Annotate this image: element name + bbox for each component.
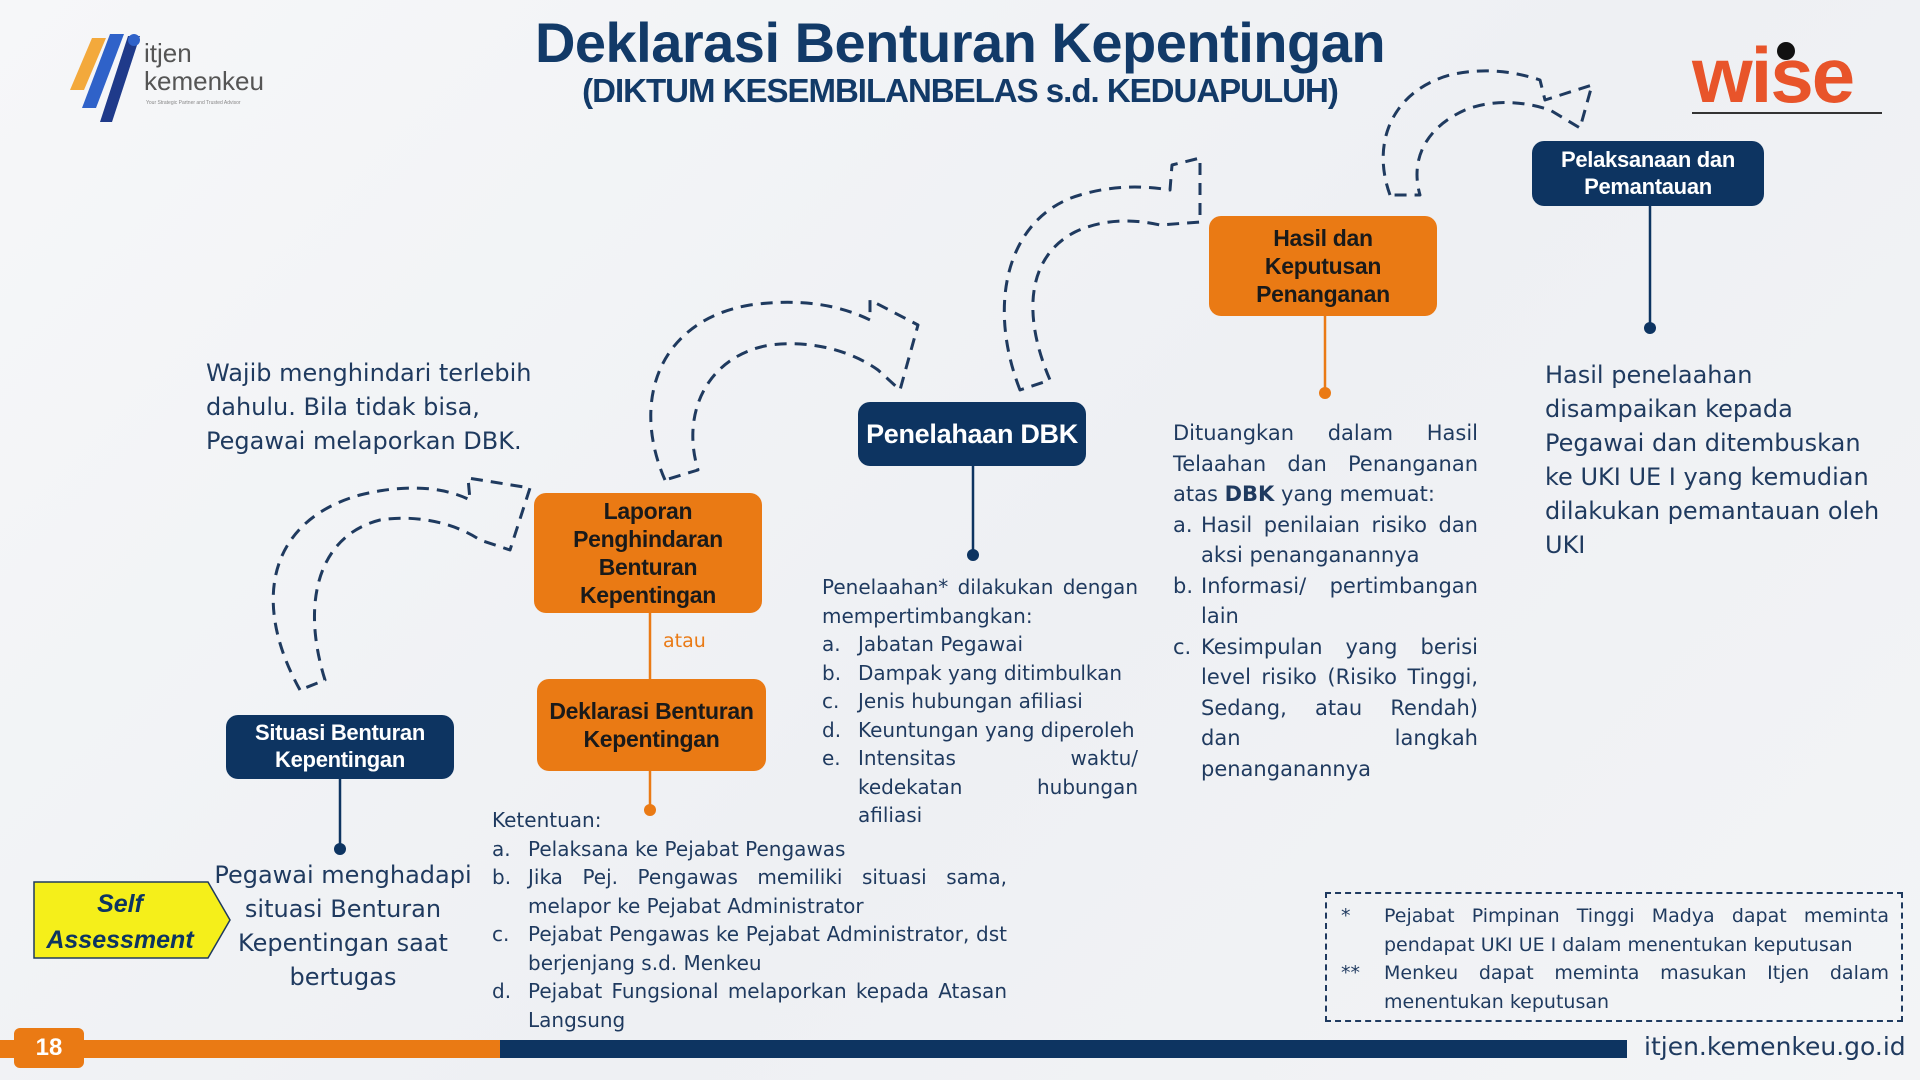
ketentuan-list: Ketentuan: a. Pelaksana ke Pejabat Pengaw…: [492, 806, 1007, 1034]
box-penelahaan-dbk: Penelahaan DBK: [858, 402, 1086, 466]
penelaahan-heading: Penelaahan* dilakukan dengan mempertimba…: [822, 575, 1138, 628]
dashed-arrow-3: [1002, 156, 1202, 392]
list-letter: b.: [1173, 573, 1194, 598]
wise-logo: wise: [1692, 31, 1884, 122]
list-item: d. Pejabat Fungsional melaporkan kepada A…: [492, 977, 1007, 1034]
wise-logo-rule: [1692, 112, 1882, 114]
list-letter: b.: [492, 865, 512, 889]
list-letter: a.: [492, 836, 511, 861]
itjen-logo: itjen kemenkeu Your Strategic Partner an…: [62, 30, 282, 125]
list-letter: a.: [822, 632, 841, 656]
page-number: 18: [14, 1028, 84, 1068]
box-situasi-benturan: Situasi Benturan Kepentingan: [226, 715, 454, 779]
logo-text-kemenkeu: kemenkeu: [144, 66, 264, 96]
footnote-item: ** Menkeu dapat meminta masukan Itjen dal…: [1341, 959, 1889, 1016]
list-letter: c.: [1173, 634, 1192, 659]
page-title: Deklarasi Benturan Kepentingan: [534, 11, 1386, 74]
hasil-heading: Dituangkan dalam Hasil Telaahan dan Pena…: [1173, 418, 1478, 510]
self-assessment-arrow-shape: [33, 881, 231, 959]
itjen-logo-icon: [70, 34, 140, 122]
list-text: Pelaksana ke Pejabat Pengawas: [528, 836, 846, 861]
footnote-text: Pejabat Pimpinan Tinggi Madya dapat memi…: [1384, 905, 1889, 956]
ketentuan-heading: Ketentuan:: [492, 808, 602, 832]
wise-logo-dot: [1777, 42, 1795, 60]
connector-dot-pelaksanaan: [1644, 322, 1656, 334]
list-item: b. Jika Pej. Pengawas memiliki situasi sa…: [492, 863, 1007, 920]
hasil-heading-pre: Dituangkan dalam Hasil Telaahan dan Pena…: [1173, 421, 1478, 506]
list-letter: d.: [822, 717, 842, 742]
list-text: Jika Pej. Pengawas memiliki situasi sama…: [528, 865, 1007, 918]
page-subtitle: (DIKTUM KESEMBILANBELAS s.d. KEDUAPULUH): [582, 72, 1339, 109]
list-item: b. Dampak yang ditimbulkan: [822, 659, 1138, 688]
list-item: d. Keuntungan yang diperoleh: [822, 716, 1138, 745]
footnote-mark: **: [1341, 962, 1360, 984]
hasil-heading-bold: DBK: [1224, 482, 1275, 506]
list-text: Pejabat Fungsional melaporkan kepada Ata…: [528, 979, 1007, 1032]
pegawai-text: Pegawai menghadapi situasi Benturan Kepe…: [214, 861, 472, 991]
list-item: a. Jabatan Pegawai: [822, 630, 1138, 659]
footer-bar-orange: [0, 1040, 500, 1058]
list-letter: c.: [822, 689, 840, 713]
logo-text-itjen: itjen: [144, 38, 192, 68]
list-text: Hasil penilaian risiko dan aksi penangan…: [1201, 512, 1478, 568]
list-item: a. Hasil penilaian risiko dan aksi penang…: [1173, 510, 1478, 571]
intro-text: Wajib menghindari terlebih dahulu. Bila …: [206, 359, 532, 455]
hasil-list: Dituangkan dalam Hasil Telaahan dan Pena…: [1173, 418, 1478, 784]
list-item: a. Pelaksana ke Pejabat Pengawas: [492, 835, 1007, 864]
list-text: Informasi/ pertimbangan lain: [1201, 573, 1478, 629]
list-text: Jabatan Pegawai: [858, 632, 1024, 656]
list-text: Keuntungan yang diperoleh: [858, 717, 1135, 742]
list-letter: d.: [492, 979, 512, 1003]
list-text: Intensitas waktu/ kedekatan hubungan afi…: [858, 746, 1138, 827]
self-assessment-badge: Self Assessment: [32, 880, 232, 960]
box-pelaksanaan-pemantauan: Pelaksanaan dan Pemantauan: [1532, 141, 1764, 206]
penelaahan-list: Penelaahan* dilakukan dengan mempertimba…: [822, 573, 1138, 830]
box-laporan-penghindaran: Laporan Penghindaran Benturan Kepentinga…: [534, 493, 762, 613]
footnotes-box: * Pejabat Pimpinan Tinggi Madya dapat mem…: [1325, 892, 1903, 1022]
footer-bar-navy: [500, 1040, 1627, 1058]
logo-tagline: Your Strategic Partner and Trusted Advis…: [146, 100, 241, 106]
dashed-arrow-4: [1381, 69, 1594, 197]
connector-dot-situasi: [334, 843, 346, 855]
list-item: c. Pejabat Pengawas ke Pejabat Administra…: [492, 920, 1007, 977]
wise-logo-word: wise: [1692, 31, 1855, 119]
connector-dot-hasil: [1319, 387, 1331, 399]
list-text: Kesimpulan yang berisi level risiko (Ris…: [1201, 634, 1478, 781]
self-assessment-text: Self Assessment: [46, 890, 194, 954]
atau-label: atau: [663, 630, 706, 652]
box-deklarasi-benturan: Deklarasi Benturan Kepentingan: [537, 679, 766, 771]
footnote-text: Menkeu dapat meminta masukan Itjen dalam…: [1384, 962, 1889, 1013]
list-letter: a.: [1173, 512, 1193, 537]
list-item: b. Informasi/ pertimbangan lain: [1173, 571, 1478, 632]
list-item: c. Jenis hubungan afiliasi: [822, 687, 1138, 716]
list-text: Jenis hubungan afiliasi: [858, 689, 1083, 713]
list-text: Pejabat Pengawas ke Pejabat Administrato…: [528, 922, 1007, 975]
connector-dot-penelahaan: [967, 549, 979, 561]
footnote-item: * Pejabat Pimpinan Tinggi Madya dapat mem…: [1341, 902, 1889, 959]
dashed-arrow-1: [271, 476, 532, 692]
list-letter: e.: [822, 746, 841, 770]
list-text: Dampak yang ditimbulkan: [858, 660, 1123, 685]
footnote-mark: *: [1341, 905, 1351, 927]
footer-url: itjen.kemenkeu.go.id: [1644, 1032, 1906, 1061]
list-letter: b.: [822, 660, 842, 685]
hasil-heading-post: yang memuat:: [1281, 482, 1435, 506]
dashed-arrow-2: [649, 298, 920, 482]
list-item: e. Intensitas waktu/ kedekatan hubungan a…: [822, 744, 1138, 830]
box-hasil-keputusan: Hasil dan Keputusan Penanganan: [1209, 216, 1437, 316]
list-item: c. Kesimpulan yang berisi level risiko (R…: [1173, 632, 1478, 785]
list-letter: c.: [492, 922, 510, 946]
pelaksanaan-text: Hasil penelaahan disampaikan kepada Pega…: [1545, 361, 1880, 559]
connector-dot-deklarasi: [644, 804, 656, 816]
